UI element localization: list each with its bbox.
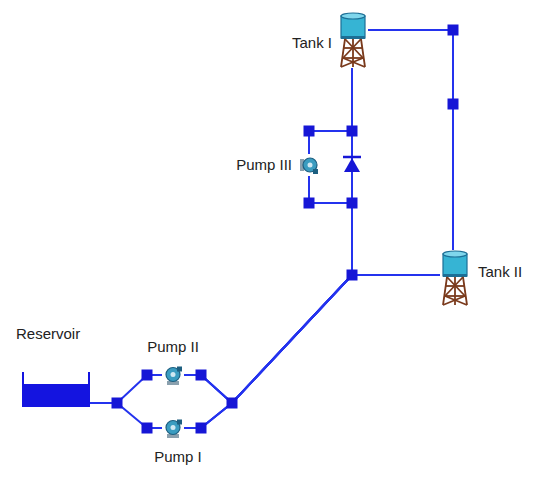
tank-leg bbox=[463, 277, 467, 305]
junction-group bbox=[112, 25, 459, 434]
pump-symbol bbox=[166, 367, 182, 386]
pump-hub bbox=[171, 425, 176, 430]
pipe-connector bbox=[184, 275, 440, 403]
reservoir-water bbox=[23, 384, 89, 406]
pump-symbol bbox=[166, 420, 182, 439]
tank-leg bbox=[361, 39, 365, 67]
pump-icon bbox=[162, 418, 184, 439]
pipe-connector bbox=[184, 275, 440, 428]
junction bbox=[112, 398, 123, 409]
junction bbox=[142, 423, 153, 434]
junction bbox=[196, 370, 207, 381]
pipe-connector bbox=[309, 68, 352, 154]
tank-legs bbox=[443, 277, 467, 305]
pump-node: Pump III bbox=[299, 154, 319, 176]
junction bbox=[448, 99, 459, 110]
tank-leg bbox=[443, 277, 447, 305]
pump-node: Pump I bbox=[162, 418, 184, 439]
junction bbox=[448, 25, 459, 36]
node-label: Reservoir bbox=[16, 325, 80, 343]
tank-leg bbox=[343, 39, 361, 58]
junction bbox=[227, 398, 238, 409]
node-label: Tank I bbox=[292, 34, 332, 52]
tank-node: Tank I bbox=[338, 12, 368, 68]
junction bbox=[347, 126, 358, 137]
pump-hub bbox=[308, 163, 313, 168]
node-label: Pump I bbox=[154, 448, 202, 466]
node-label: Pump III bbox=[236, 156, 292, 174]
junction bbox=[347, 198, 358, 209]
tank-top bbox=[341, 13, 365, 19]
pumpv-icon bbox=[299, 154, 319, 176]
pipe-connector bbox=[368, 30, 453, 250]
tank-leg bbox=[445, 277, 463, 296]
pump-outlet bbox=[177, 367, 182, 372]
tank-leg bbox=[341, 39, 345, 67]
pump-outlet bbox=[177, 420, 182, 425]
tank-node: Tank II bbox=[440, 250, 470, 306]
check-valve-body bbox=[344, 158, 360, 172]
tank-leg bbox=[443, 296, 465, 305]
tank-band bbox=[341, 36, 365, 39]
pump-symbol bbox=[300, 158, 318, 174]
tank-leg bbox=[341, 58, 363, 67]
check-valve-seat bbox=[343, 156, 361, 159]
node-label: Tank II bbox=[478, 263, 522, 281]
junction bbox=[196, 423, 207, 434]
junction bbox=[347, 270, 358, 281]
junction bbox=[304, 198, 315, 209]
tank-leg bbox=[447, 277, 465, 296]
node-label: Pump II bbox=[147, 338, 199, 356]
tank-icon bbox=[440, 250, 470, 306]
tank-icon bbox=[338, 12, 368, 68]
tank-leg bbox=[345, 39, 363, 58]
tank-top bbox=[443, 251, 467, 257]
pump-icon bbox=[162, 365, 184, 386]
reservoir-icon bbox=[22, 372, 90, 407]
pipe-connector bbox=[184, 68, 352, 428]
tank-band bbox=[443, 274, 467, 277]
junction bbox=[142, 370, 153, 381]
reservoir-node: Reservoir bbox=[22, 372, 90, 407]
reservoir-wall bbox=[23, 372, 89, 406]
pump-node: Pump II bbox=[162, 365, 184, 386]
pipe-connector bbox=[184, 68, 352, 403]
junction bbox=[304, 126, 315, 137]
check-valve bbox=[343, 157, 361, 172]
pump-hub bbox=[171, 372, 176, 377]
pipe-connector bbox=[184, 176, 352, 403]
pump-outlet bbox=[313, 169, 318, 174]
tank-legs bbox=[341, 39, 365, 67]
